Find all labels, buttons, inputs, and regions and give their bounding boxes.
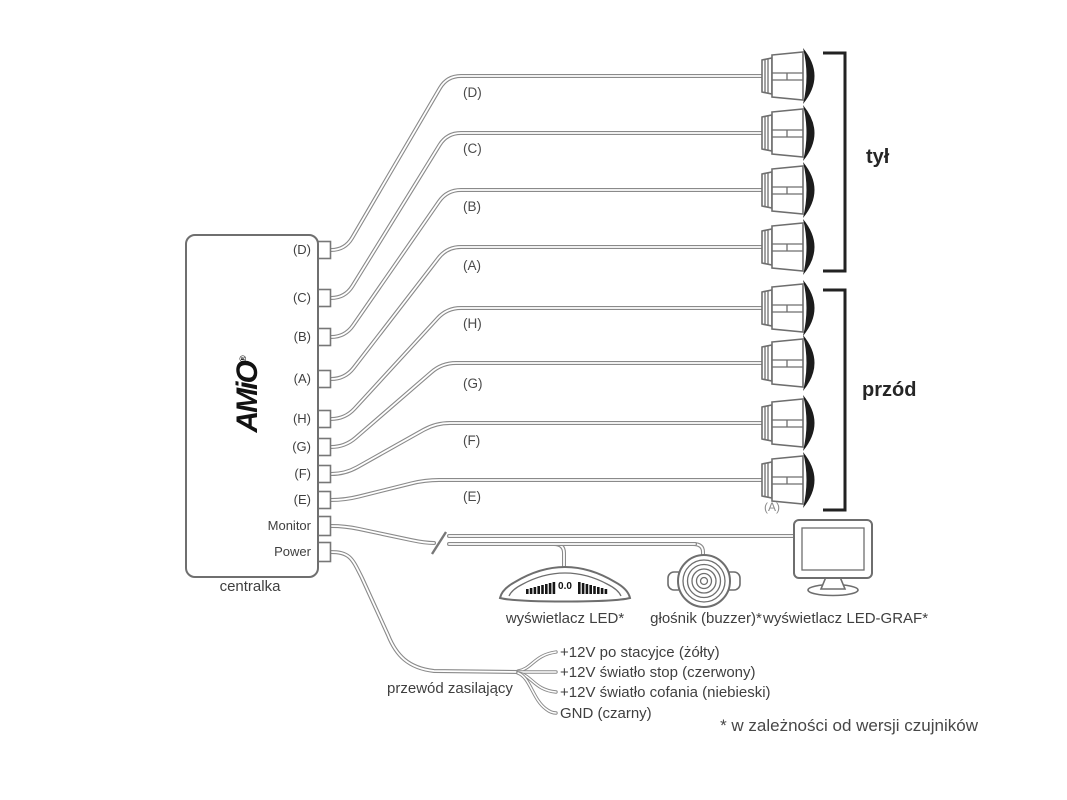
wire-label-c: (C) [463,141,482,156]
buzzer-label: głośnik (buzzer)* [650,610,762,627]
port-label-e: (E) [293,492,311,507]
wire-label-f: (F) [463,433,481,448]
port-stubs [316,240,332,563]
led-display-icon [498,565,632,603]
wire-label-b: (B) [463,199,481,214]
rear-bracket [823,51,847,273]
power-line-stop: +12V światło stop (czerwony) [560,664,756,681]
cable-break-mark [430,531,448,555]
buzzer-icon [667,554,741,608]
port-label-c: (C) [292,290,311,305]
led-display-readout: 0.0 [558,581,572,592]
sensor-cables [328,74,764,502]
wire-label-h: (H) [463,316,482,331]
front-bracket [823,288,847,512]
port-label-g: (G) [292,439,311,454]
rear-sensors [761,47,816,276]
monitor-cable [328,524,798,570]
front-sensors [761,279,816,509]
port-label-f: (F) [294,466,311,481]
wire-label-d: (D) [463,85,482,100]
wire-label-e: (E) [463,489,481,504]
power-cable [328,550,558,715]
footnote: * w zależności od wersji czujników [720,716,978,735]
group-label-front: przód [862,379,917,401]
wire-label-g: (G) [463,376,483,391]
port-label-a: (A) [293,371,311,386]
group-label-rear: tył [866,146,890,168]
port-label-monitor: Monitor [267,518,311,533]
power-line-reverse: +12V światło cofania (niebieski) [560,684,771,701]
amio-logo: AMiO® [231,355,264,433]
port-label-h: (H) [292,411,311,426]
power-line-gnd: GND (czarny) [560,705,652,722]
power-cable-label: przewód zasilający [387,680,513,697]
power-line-ignition: +12V po stacyjce (żółty) [560,644,720,661]
port-label-power: Power [274,544,311,559]
registered-mark-icon: ® [238,355,248,363]
front-bottom-sensor-sublabel: (A) [764,500,780,514]
led-graf-monitor-icon [793,519,873,597]
control-unit-box [185,234,319,578]
led-graf-label: wyświetlacz LED-GRAF* [763,610,929,627]
port-label-d: (D) [292,242,311,257]
control-unit-label: centralka [219,578,281,595]
wire-label-a: (A) [463,258,481,273]
led-display-label: wyświetlacz LED* [505,610,625,627]
port-label-b: (B) [293,329,311,344]
